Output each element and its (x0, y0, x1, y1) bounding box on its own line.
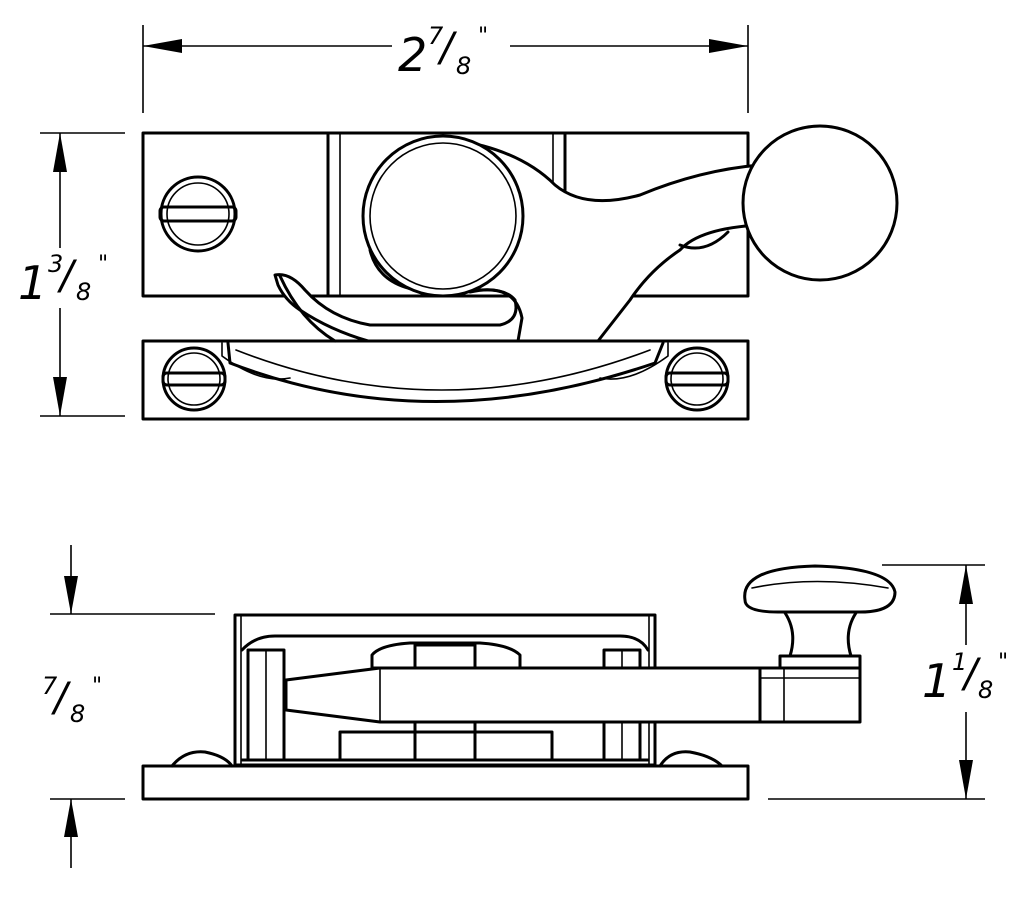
height-unit: " (98, 252, 109, 277)
base-height-unit: " (92, 674, 103, 699)
width-numerator: 7 (428, 22, 444, 50)
width-dimension-line (142, 25, 749, 113)
screw-icon (158, 175, 238, 253)
width-denominator: 8 (456, 52, 472, 80)
top-view (40, 25, 899, 421)
knob-height-whole: 1 (922, 654, 952, 708)
arrow-down-icon (959, 760, 973, 799)
height-dimension-line (40, 132, 125, 417)
arrow-right-icon (709, 39, 748, 53)
side-view (50, 545, 985, 868)
lever-knob (741, 124, 899, 282)
arrow-down-icon (64, 576, 78, 614)
base-height-dimension-label: 7 / 8 " (40, 670, 120, 726)
keeper-plate (141, 339, 750, 421)
width-unit: " (478, 24, 489, 49)
height-denominator: 8 (76, 278, 92, 306)
width-whole: 2 (398, 28, 428, 82)
knob-height-dimension-label: 1 1 / 8 " (922, 648, 1022, 704)
arrow-left-icon (143, 39, 182, 53)
height-fraction-slash: / (60, 253, 74, 299)
screw-icon (161, 346, 227, 412)
base-height-fraction-slash: / (54, 675, 68, 721)
knob-height-dimension-line (768, 564, 985, 800)
base-plate (141, 764, 750, 801)
width-dimension-label: 2 7 / 8 " (398, 18, 508, 78)
arrow-up-icon (64, 799, 78, 837)
knob-height-unit: " (998, 650, 1009, 675)
arrow-up-icon (53, 133, 67, 172)
arrow-down-icon (53, 377, 67, 416)
base-height-numerator: 7 (42, 672, 58, 700)
height-whole: 1 (18, 256, 48, 310)
lever-bar (284, 666, 762, 724)
width-fraction-slash: / (440, 25, 454, 71)
height-dimension-label: 1 3 / 8 " (18, 250, 118, 306)
screw-icon (664, 346, 730, 412)
knob-height-denominator: 8 (978, 676, 994, 704)
arrow-up-icon (959, 565, 973, 604)
height-numerator: 3 (48, 250, 64, 278)
knob-height-numerator: 1 (952, 648, 968, 676)
knob-height-fraction-slash: / (964, 651, 978, 697)
base-height-dimension-line (50, 545, 215, 868)
side-knob (743, 564, 897, 670)
base-height-denominator: 8 (70, 700, 86, 728)
lever-hub (361, 134, 525, 298)
